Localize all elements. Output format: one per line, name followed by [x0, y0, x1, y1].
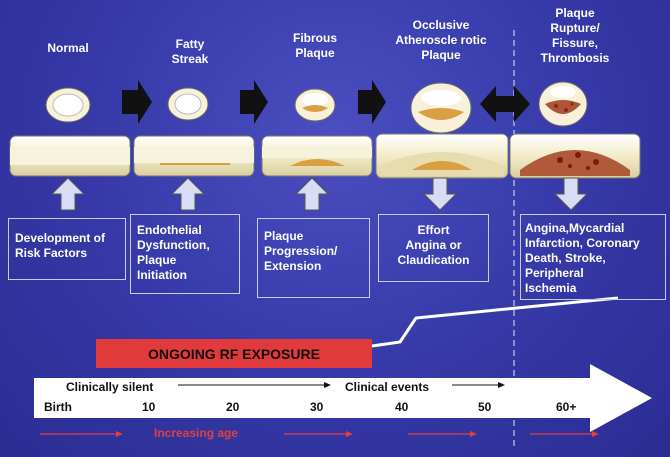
timeline-arrow — [34, 364, 652, 432]
cross-section-rupture — [538, 81, 588, 127]
age-arrow-icon — [470, 431, 477, 437]
age-40: 40 — [395, 400, 409, 414]
age-arrow-icon — [116, 431, 123, 437]
cross-section-occlusive-plaque — [410, 82, 472, 134]
artery-segment-2 — [133, 135, 255, 177]
up-arrow-icon — [170, 177, 206, 211]
age-50: 50 — [478, 400, 492, 414]
age-arrow-icon — [592, 431, 599, 437]
progression-arrow-icon — [240, 80, 268, 124]
age-arrow-icon — [346, 431, 353, 437]
down-arrow-icon — [422, 177, 458, 211]
up-arrow-icon — [294, 177, 330, 211]
up-arrow-icon — [50, 177, 86, 211]
age-60-plus: 60+ — [556, 400, 577, 414]
down-arrow-icon — [553, 177, 589, 211]
double-arrow-icon — [480, 86, 530, 122]
artery-segment-1 — [9, 135, 131, 177]
progression-arrow-icon — [122, 80, 152, 124]
rf-trend-line — [371, 296, 619, 348]
increasing-age-label: Increasing age — [154, 426, 239, 440]
stage-label-normal: Normal — [47, 41, 89, 55]
age-20: 20 — [226, 400, 240, 414]
age-30: 30 — [310, 400, 324, 414]
cross-section-fatty-streak — [167, 87, 209, 121]
age-10: 10 — [142, 400, 156, 414]
small-arrow-icon — [498, 382, 505, 388]
small-arrow-icon — [324, 382, 331, 388]
artery-segment-4 — [375, 133, 509, 179]
clinical-events-label: Clinical events — [345, 380, 430, 394]
artery-segment-3 — [261, 135, 373, 177]
age-birth: Birth — [44, 400, 72, 414]
cross-section-fibrous-plaque — [294, 88, 336, 122]
clinically-silent-label: Clinically silent — [66, 380, 154, 394]
cross-section-normal — [45, 87, 91, 123]
artery-segment-5 — [509, 133, 641, 179]
ongoing-rf-exposure-bar: ONGOING RF EXPOSURE — [96, 339, 372, 368]
progression-arrow-icon — [358, 80, 386, 124]
